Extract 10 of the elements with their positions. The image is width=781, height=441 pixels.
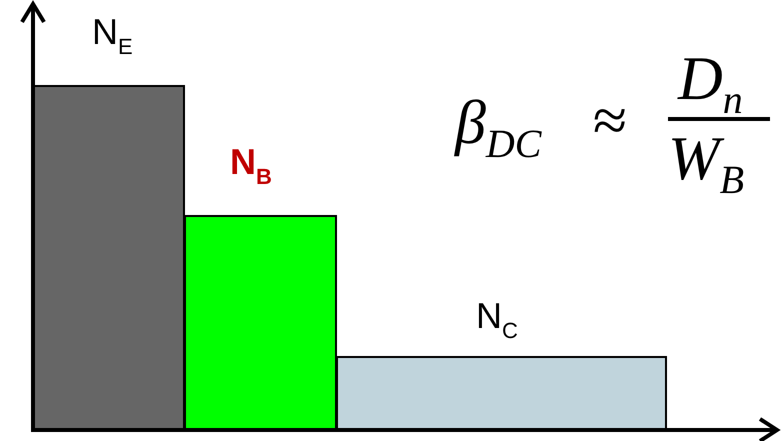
formula-text: β$_{DC}$ <box>455 92 542 164</box>
formula-text: W$_{B}$ <box>668 128 744 200</box>
formula-text: D$_{n}$ <box>678 48 743 120</box>
formula-text: ≈ <box>592 90 626 152</box>
bar <box>336 356 667 431</box>
bar-label: N$_{C}$ <box>476 298 518 342</box>
bar <box>184 215 337 431</box>
bar-label: N$_{E}$ <box>92 14 133 58</box>
bar <box>33 85 185 431</box>
bar-label: N$_{B}$ <box>230 144 272 188</box>
